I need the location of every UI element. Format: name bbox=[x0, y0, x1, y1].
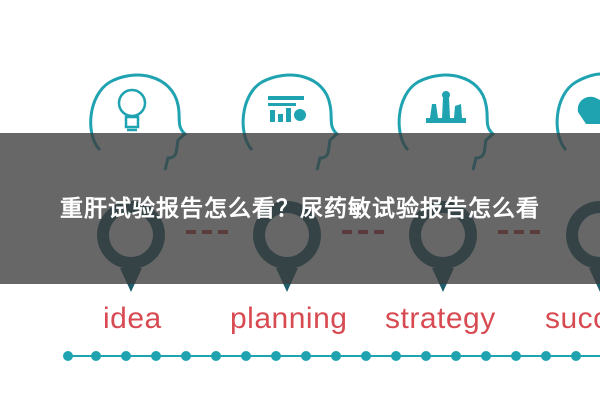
head-icon bbox=[577, 96, 600, 124]
page-title: 重肝试验报告怎么看？尿药敏试验报告怎么看 bbox=[60, 195, 540, 222]
stage-label-planning: planning bbox=[230, 302, 348, 335]
stage-label-strategy: strategy bbox=[385, 302, 496, 335]
chess-icon bbox=[426, 91, 466, 123]
stage-label-success: succ bbox=[545, 302, 600, 335]
stage-label-idea: idea bbox=[103, 302, 162, 335]
lightbulb-icon bbox=[117, 88, 147, 132]
title-overlay: 重肝试验报告怎么看？尿药敏试验报告怎么看 bbox=[0, 133, 600, 284]
chart-icon bbox=[268, 96, 306, 122]
timeline bbox=[63, 351, 600, 361]
